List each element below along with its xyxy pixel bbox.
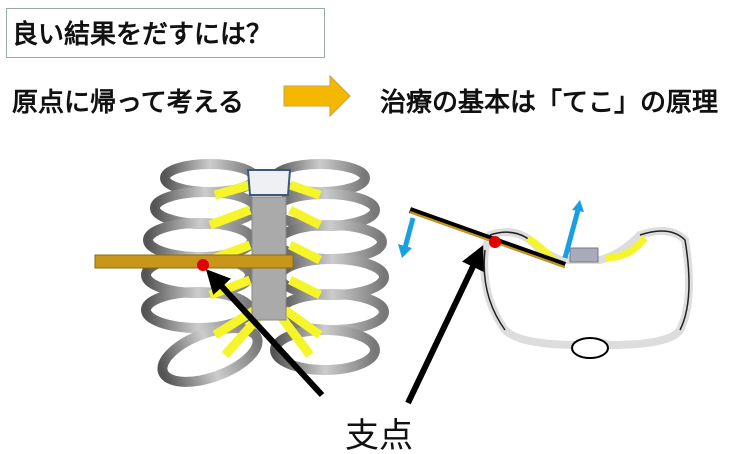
right-statement: 治療の基本は「てこ」の原理 [380,88,719,118]
ribcage-front [141,159,389,387]
fulcrum-dot-cross [489,236,501,248]
title-box [6,8,325,58]
pointer-arrow-right [405,245,484,405]
slide-title: 良い結果をだすには？ [12,20,273,50]
fulcrum-dot-front [197,259,209,271]
force-arrow-up-icon [562,200,584,259]
lever-bar-front [94,254,294,269]
fulcrum-label: 支点 [345,416,413,454]
lever-bar-cross [408,207,567,268]
left-statement: 原点に帰って考える [12,88,244,118]
yellow-arrow-icon [283,74,351,118]
force-arrow-down-icon [398,217,416,258]
pointer-arrow-left [205,269,325,398]
